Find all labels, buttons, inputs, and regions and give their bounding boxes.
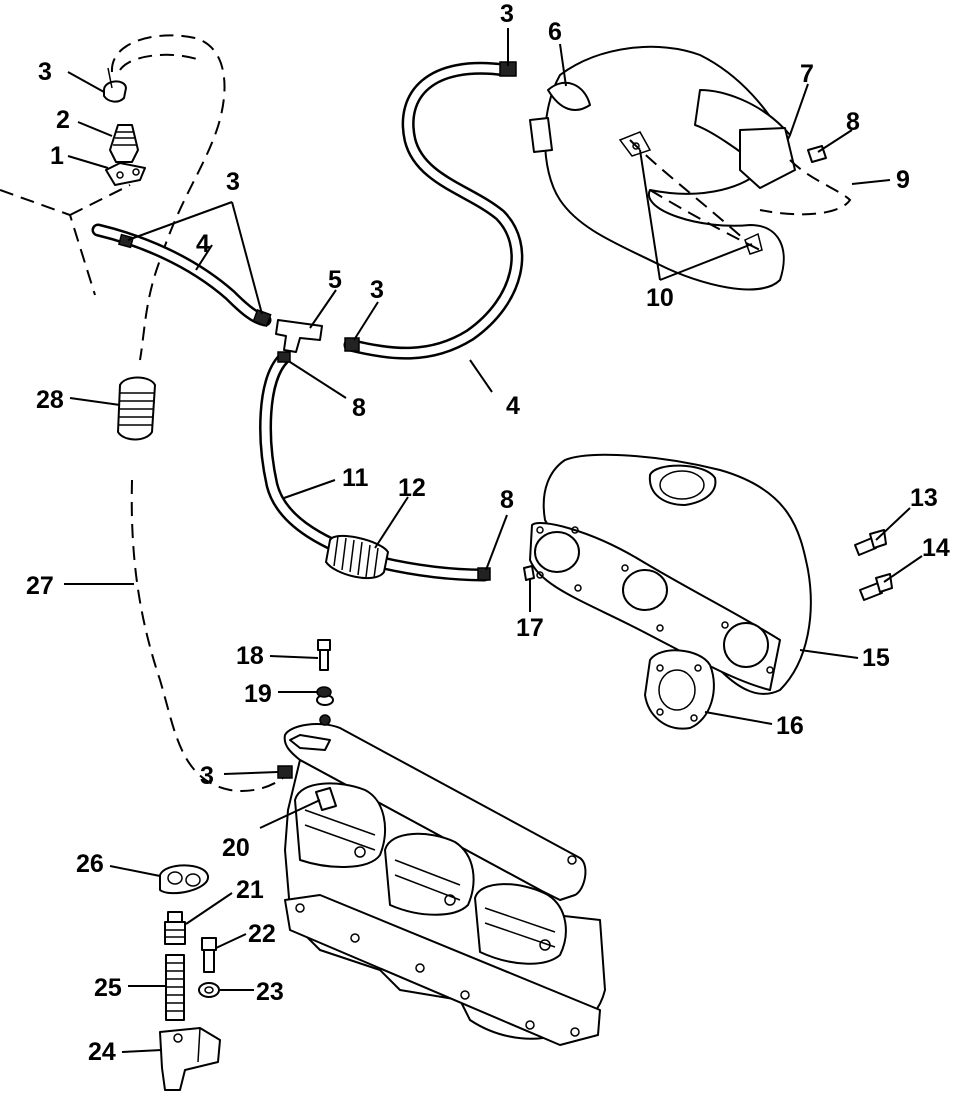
hose-lower-with-sleeve <box>259 351 491 582</box>
callout-3-engine: 3 <box>200 762 214 790</box>
callout-4-left: 4 <box>196 230 210 258</box>
leader-lines <box>64 28 923 1053</box>
callout-25: 25 <box>94 974 122 1002</box>
callout-1: 1 <box>50 142 64 170</box>
callout-21: 21 <box>236 876 264 904</box>
spring-25 <box>165 954 185 1021</box>
callout-26: 26 <box>76 850 104 878</box>
gasket <box>644 649 715 730</box>
callout-10: 10 <box>646 284 674 312</box>
callout-6: 6 <box>548 18 562 46</box>
washer-23 <box>198 982 220 998</box>
callout-3-upper-hose: 3 <box>226 168 240 196</box>
dashed-hose-27 <box>130 479 291 792</box>
hose-left-segment <box>91 223 272 327</box>
callout-labels: 1 2 3 4 5 6 7 8 9 10 11 12 13 14 15 16 1… <box>26 0 950 1066</box>
callout-8-top-right: 8 <box>846 108 860 136</box>
callout-18: 18 <box>236 642 264 670</box>
tee-fitting <box>275 319 323 353</box>
screw-22 <box>201 937 217 973</box>
sensor-21 <box>164 911 186 945</box>
callout-13: 13 <box>910 484 938 512</box>
callout-7: 7 <box>800 60 814 88</box>
callout-16: 16 <box>776 712 804 740</box>
stud-17 <box>523 565 535 581</box>
bilge-outline <box>0 34 226 361</box>
callout-3-top-left: 3 <box>38 58 52 86</box>
hose-clamp-engine <box>277 765 293 779</box>
callout-15: 15 <box>862 644 890 672</box>
bolt-18 <box>317 639 331 671</box>
exhaust-pipe-assembly <box>529 45 852 291</box>
callout-14: 14 <box>922 534 950 562</box>
coil-spring-28 <box>117 376 156 441</box>
callout-3-top: 3 <box>500 0 514 28</box>
callout-11: 11 <box>342 464 369 492</box>
gasket-26 <box>159 864 209 895</box>
hose-clamp-top-left <box>103 67 127 103</box>
callout-2: 2 <box>56 106 70 134</box>
callout-20: 20 <box>222 834 250 862</box>
callout-28: 28 <box>36 386 64 414</box>
callout-12: 12 <box>398 474 426 502</box>
callout-23: 23 <box>256 978 284 1006</box>
callout-3-center: 3 <box>370 276 384 304</box>
callout-24: 24 <box>88 1038 116 1066</box>
engine-cylinder-block <box>283 694 606 1046</box>
hose-s-curve <box>343 61 524 360</box>
callout-22: 22 <box>248 920 276 948</box>
callout-27: 27 <box>26 572 54 600</box>
callout-9: 9 <box>896 166 910 194</box>
washer-19 <box>316 686 332 698</box>
bolt-14 <box>859 573 893 601</box>
callout-4-right: 4 <box>506 392 520 420</box>
exhaust-manifold <box>529 453 812 695</box>
callout-8-lower: 8 <box>500 486 514 514</box>
threaded-fitting <box>109 124 139 163</box>
fitting-20 <box>315 787 337 811</box>
flange-fitting <box>105 162 146 186</box>
callout-17: 17 <box>516 614 544 642</box>
housing-24 <box>159 1027 221 1091</box>
callout-8-tee: 8 <box>352 394 366 422</box>
callout-5: 5 <box>328 266 342 294</box>
callout-19: 19 <box>244 680 272 708</box>
coil-sleeve <box>325 535 389 580</box>
